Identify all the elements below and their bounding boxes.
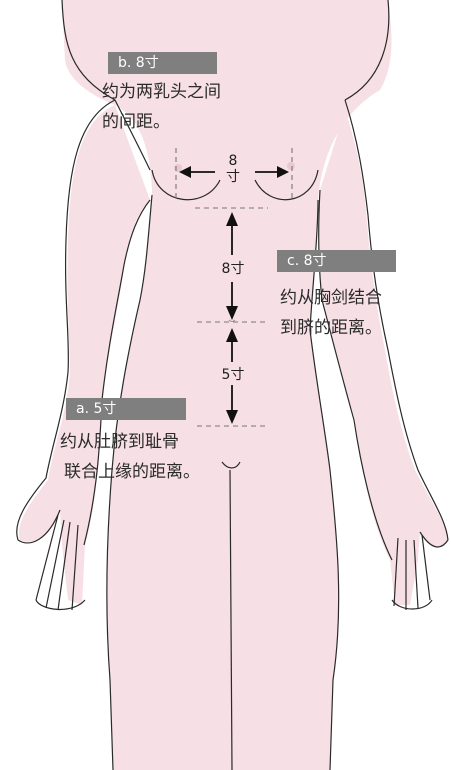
- annotation-c-tag: c. 8寸: [277, 250, 396, 272]
- annotation-b-text: 约为两乳头之间 的间距。: [102, 77, 221, 137]
- annotation-c-text: 约从胸剑结合 到脐的距离。: [280, 283, 382, 343]
- annotation-a-text: 约从肚脐到耻骨 联合上缘的距离。: [60, 427, 200, 487]
- navel-pubis-label: 5寸: [215, 367, 251, 383]
- annotation-c-line2: 到脐的距离。: [280, 313, 382, 343]
- chest-navel-label: 8寸: [215, 261, 251, 277]
- annotation-a-line1: 约从肚脐到耻骨: [60, 427, 200, 457]
- annotation-a-tag: a. 5寸: [66, 398, 186, 420]
- annotation-b-line2: 的间距。: [102, 107, 221, 137]
- nipple-right: [287, 162, 295, 170]
- nipple-distance-label: 8 寸: [222, 153, 244, 185]
- nipple-distance-number: 8: [222, 153, 244, 169]
- right-arm: [319, 110, 448, 605]
- annotation-b-tag: b. 8寸: [108, 52, 217, 74]
- annotation-a-line2: 联合上缘的距离。: [60, 457, 200, 487]
- annotation-b-line1: 约为两乳头之间: [102, 77, 221, 107]
- nipple-left: [174, 164, 182, 172]
- nipple-distance-unit: 寸: [222, 169, 244, 185]
- annotation-c-line1: 约从胸剑结合: [280, 283, 382, 313]
